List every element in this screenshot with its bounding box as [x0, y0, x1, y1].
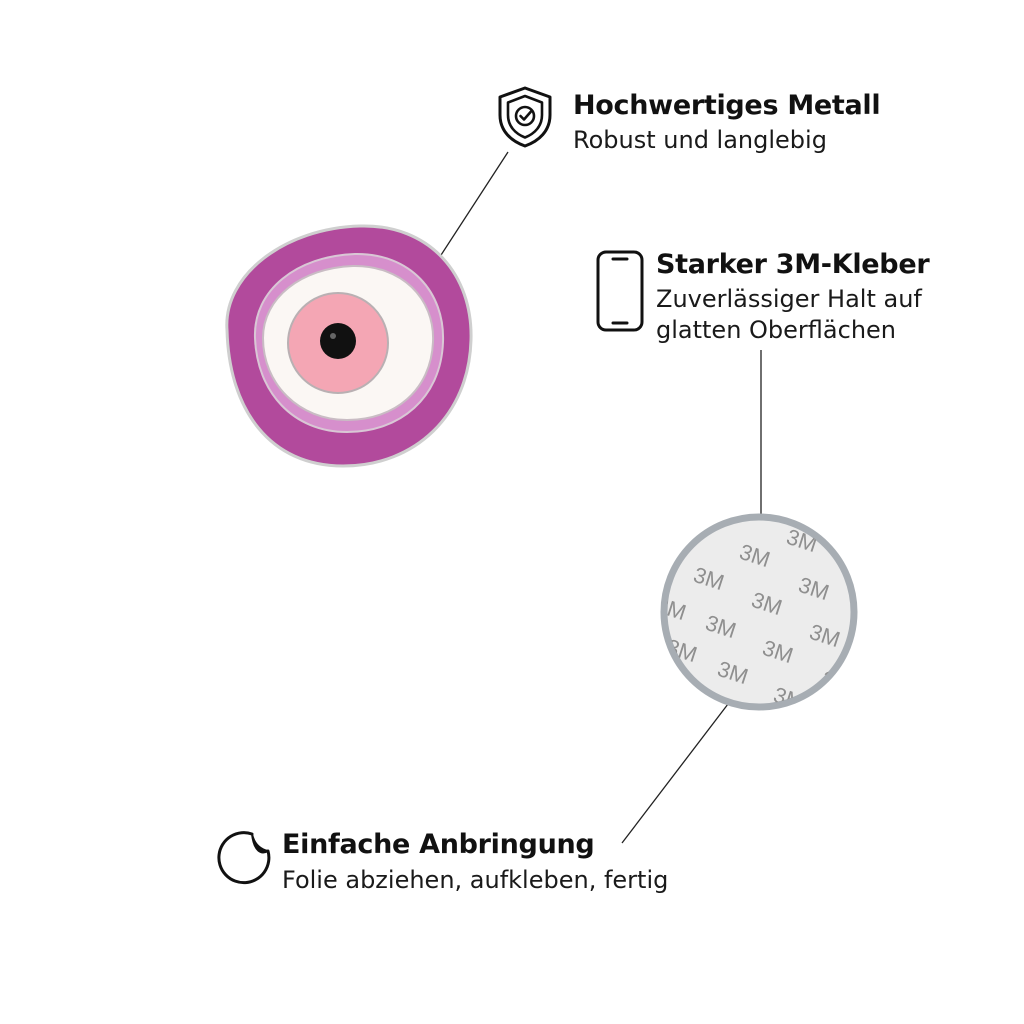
feature-subtitle-adhesive-line1: Zuverlässiger Halt auf	[656, 285, 922, 313]
shield-check-icon	[496, 85, 554, 149]
feature-subtitle-adhesive-line2: glatten Oberflächen	[656, 316, 896, 344]
feature-subtitle-metal: Robust und langlebig	[573, 126, 827, 154]
feature-title-metal: Hochwertiges Metall	[573, 90, 881, 121]
evil-eye-pin	[215, 220, 477, 474]
adhesive-pad: 3M 3M 3M 3M 3M 3M 3M 3M 3M 3M 3M 3M 3M	[660, 513, 858, 715]
feature-title-application: Einfache Anbringung	[282, 829, 595, 860]
evil-eye-pin-illustration	[225, 224, 473, 468]
smartphone-icon	[596, 250, 644, 332]
feature-subtitle-application: Folie abziehen, aufkleben, fertig	[282, 866, 669, 894]
pad-label: 3M	[660, 592, 689, 625]
feature-title-adhesive: Starker 3M-Kleber	[656, 249, 930, 280]
peel-sticker-icon	[216, 829, 272, 887]
adhesive-pad-illustration: 3M 3M 3M 3M 3M 3M 3M 3M 3M 3M 3M 3M 3M	[660, 513, 858, 711]
